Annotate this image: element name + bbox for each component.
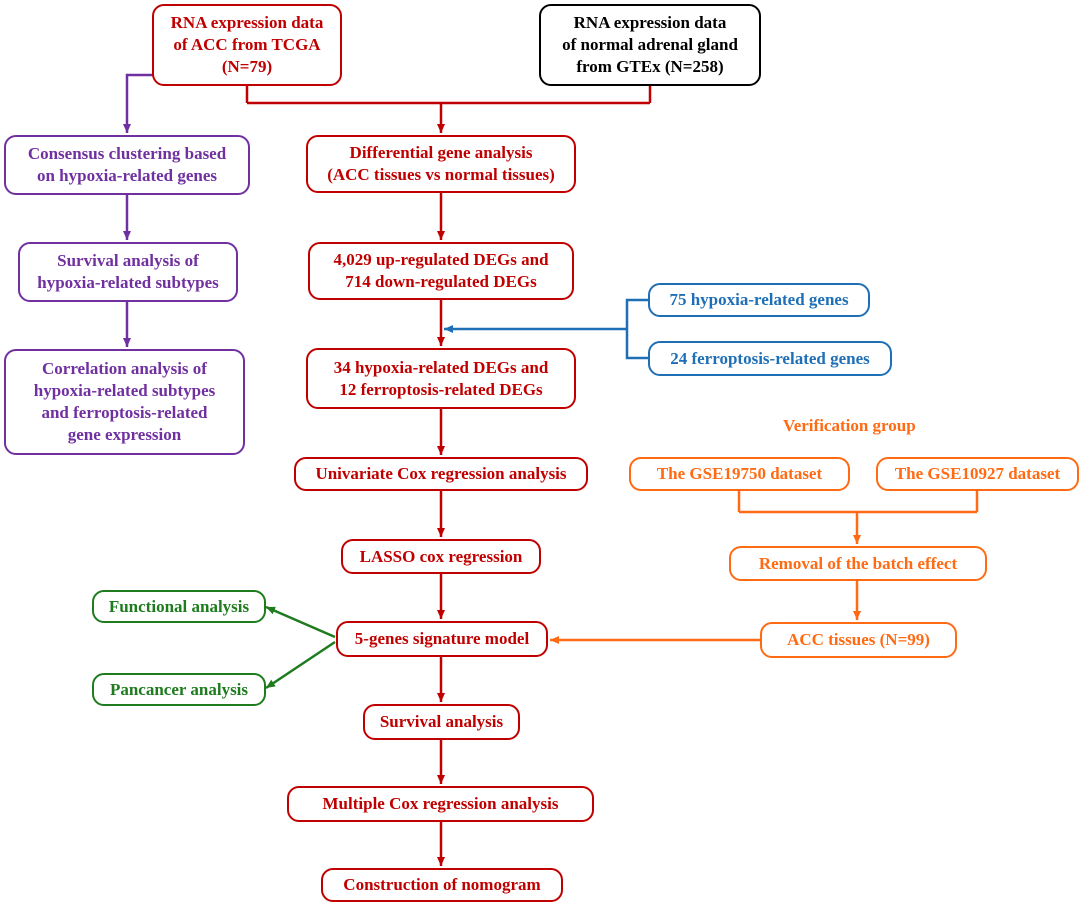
arrow-to-functional <box>265 605 336 639</box>
differential-analysis-box: Differential gene analysis (ACC tissues … <box>306 135 576 193</box>
tcga-source-box: RNA expression data of ACC from TCGA (N=… <box>152 4 342 86</box>
pancancer-analysis-box: Pancancer analysis <box>92 673 266 706</box>
arrow-to-pancancer <box>265 640 336 690</box>
multiple-cox-box: Multiple Cox regression analysis <box>287 786 594 822</box>
nomogram-box: Construction of nomogram <box>321 868 563 902</box>
subtype-survival-box: Survival analysis of hypoxia-related sub… <box>18 242 238 302</box>
hypoxia-genes-box: 75 hypoxia-related genes <box>648 283 870 317</box>
lasso-regression-box: LASSO cox regression <box>341 539 541 574</box>
univariate-cox-box: Univariate Cox regression analysis <box>294 457 588 491</box>
batch-effect-box: Removal of the batch effect <box>729 546 987 581</box>
gtex-source-box: RNA expression data of normal adrenal gl… <box>539 4 761 86</box>
gse10927-box: The GSE10927 dataset <box>876 457 1079 491</box>
functional-analysis-box: Functional analysis <box>92 590 266 623</box>
gse19750-box: The GSE19750 dataset <box>629 457 850 491</box>
hypoxia-ferroptosis-degs-box: 34 hypoxia-related DEGs and 12 ferroptos… <box>306 348 576 409</box>
correlation-analysis-box: Correlation analysis of hypoxia-related … <box>4 349 245 455</box>
verification-group-label: Verification group <box>783 416 916 435</box>
acc-tissues-box: ACC tissues (N=99) <box>760 622 957 658</box>
ferroptosis-genes-box: 24 ferroptosis-related genes <box>648 341 892 376</box>
survival-analysis-box: Survival analysis <box>363 704 520 740</box>
signature-model-box: 5-genes signature model <box>336 621 548 657</box>
connector-gene-sets-bracket <box>625 298 648 360</box>
degs-box: 4,029 up-regulated DEGs and 714 down-reg… <box>308 242 574 300</box>
consensus-clustering-box: Consensus clustering based on hypoxia-re… <box>4 135 250 195</box>
